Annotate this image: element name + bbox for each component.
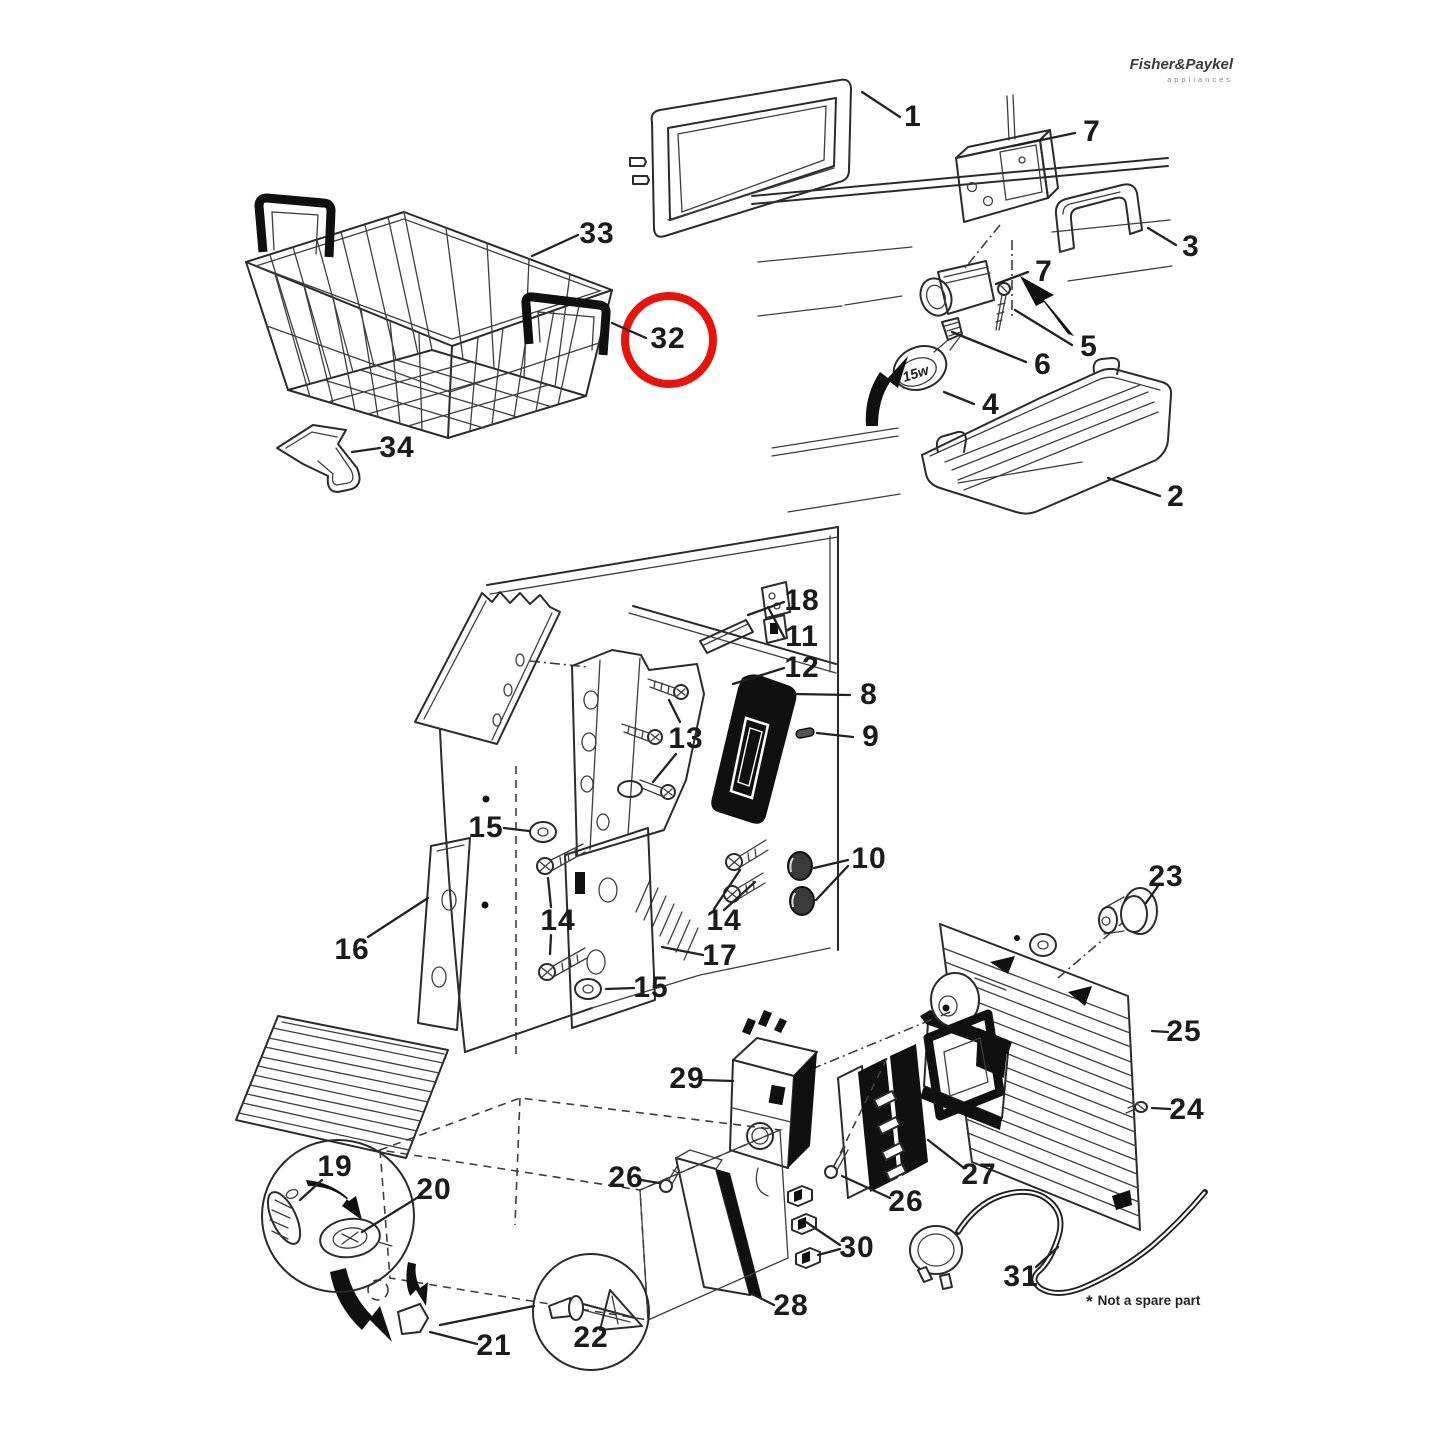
part-label-22-37: 22 [573, 1321, 609, 1354]
highlight-circle [621, 292, 717, 388]
part-13-screws [617, 678, 689, 800]
footnote: * Not a spare part [1086, 1292, 1200, 1312]
part-label-3-2: 3 [1182, 230, 1200, 263]
part-label-12-13: 12 [784, 651, 820, 684]
part-label-5-4: 5 [1080, 330, 1098, 363]
brand-logo: Fisher&Paykel appliances [1130, 57, 1233, 84]
part-31-power-cord [909, 1188, 1208, 1296]
part-34-scraper [276, 424, 361, 493]
part-26-screws [659, 1053, 890, 1193]
part-label-17-21: 17 [702, 939, 738, 972]
part-label-19-34: 19 [317, 1150, 353, 1183]
cabinet-body [439, 526, 839, 1056]
part-label-14-18: 14 [540, 904, 576, 937]
part-label-25-25: 25 [1166, 1015, 1202, 1048]
part-18-trim [699, 619, 754, 654]
part-label-33-8: 33 [579, 217, 615, 250]
part-label-13-16: 13 [668, 722, 704, 755]
part-15-washers [529, 821, 602, 1000]
part-label-30-31: 30 [839, 1231, 875, 1264]
part-label-15-17: 15 [468, 811, 504, 844]
louvre-grille [235, 1015, 449, 1159]
part-7-lamp-housing [955, 129, 1059, 223]
part-label-18-11: 18 [784, 584, 820, 617]
part-29-control-box [729, 1010, 818, 1197]
compressor-compartment [330, 1097, 789, 1342]
part-label-20-35: 20 [416, 1173, 452, 1206]
part-7-lamp-fixture [919, 260, 995, 317]
part-label-26-30: 26 [888, 1185, 924, 1218]
part-label-21-36: 21 [476, 1329, 512, 1362]
part-label-27-28: 27 [961, 1158, 997, 1191]
basket-handle-left [254, 193, 336, 258]
part-1-lid-frame [629, 78, 852, 238]
spike-detail-circle [532, 1253, 650, 1371]
part-label-9-15: 9 [862, 720, 880, 753]
part-10-plugs [787, 851, 815, 916]
part-8-handle [711, 674, 797, 824]
part-label-29-27: 29 [669, 1062, 705, 1095]
part-label-23-24: 23 [1148, 860, 1184, 893]
part-label-26-29: 26 [608, 1161, 644, 1194]
cabinet-top-rim-lines [751, 94, 1173, 513]
part-label-34-10: 34 [379, 431, 415, 464]
part-label-11-12: 11 [785, 620, 819, 653]
part-16-plate [417, 837, 471, 1031]
part-label-10-23: 10 [851, 842, 887, 875]
part-28-panel [675, 1149, 762, 1298]
arrow-icon [865, 356, 908, 426]
part-9-pin [795, 727, 815, 739]
basket-handle-right-part-32 [521, 292, 611, 356]
part-label-1-0: 1 [904, 100, 922, 133]
part-5-screw [964, 224, 1013, 331]
part-30-clips [787, 1185, 821, 1269]
part-label-24-26: 24 [1169, 1093, 1205, 1126]
brand-tagline: appliances [1167, 75, 1233, 84]
part-label-31-33: 31 [1003, 1260, 1039, 1293]
part-33-wire-basket [245, 193, 613, 439]
part-27-terminal-block [837, 1009, 1005, 1199]
footnote-text: Not a spare part [1097, 1293, 1201, 1308]
part-2-tray [921, 357, 1173, 515]
part-label-7-3: 7 [1035, 255, 1053, 288]
part-label-14-19: 14 [706, 904, 742, 937]
drain-detail-circle [261, 1139, 415, 1293]
part-label-6-5: 6 [1034, 348, 1052, 381]
leader-lines [298, 90, 1178, 1346]
part-label-15-22: 15 [633, 971, 669, 1004]
arrow-icon [1020, 276, 1074, 336]
footnote-asterisk: * [1086, 1292, 1093, 1311]
part-label-32-9: 32 [650, 322, 686, 355]
part-label-8-14: 8 [860, 678, 878, 711]
part-24-screw [1125, 1101, 1148, 1114]
part-label-28-32: 28 [773, 1289, 809, 1322]
leaning-lid [414, 591, 589, 745]
part-label-7-1: 7 [1083, 115, 1101, 148]
part-12-bracket [763, 614, 788, 644]
part-label-4-6: 4 [982, 388, 1000, 421]
part-3-lamp-cover [1054, 183, 1143, 253]
compressor [789, 972, 1008, 1079]
part-label-2-7: 2 [1167, 480, 1185, 513]
brand-name: Fisher&Paykel [1129, 56, 1233, 73]
part-17-hinge-bracket [564, 649, 705, 1029]
part-label-16-20: 16 [334, 933, 370, 966]
